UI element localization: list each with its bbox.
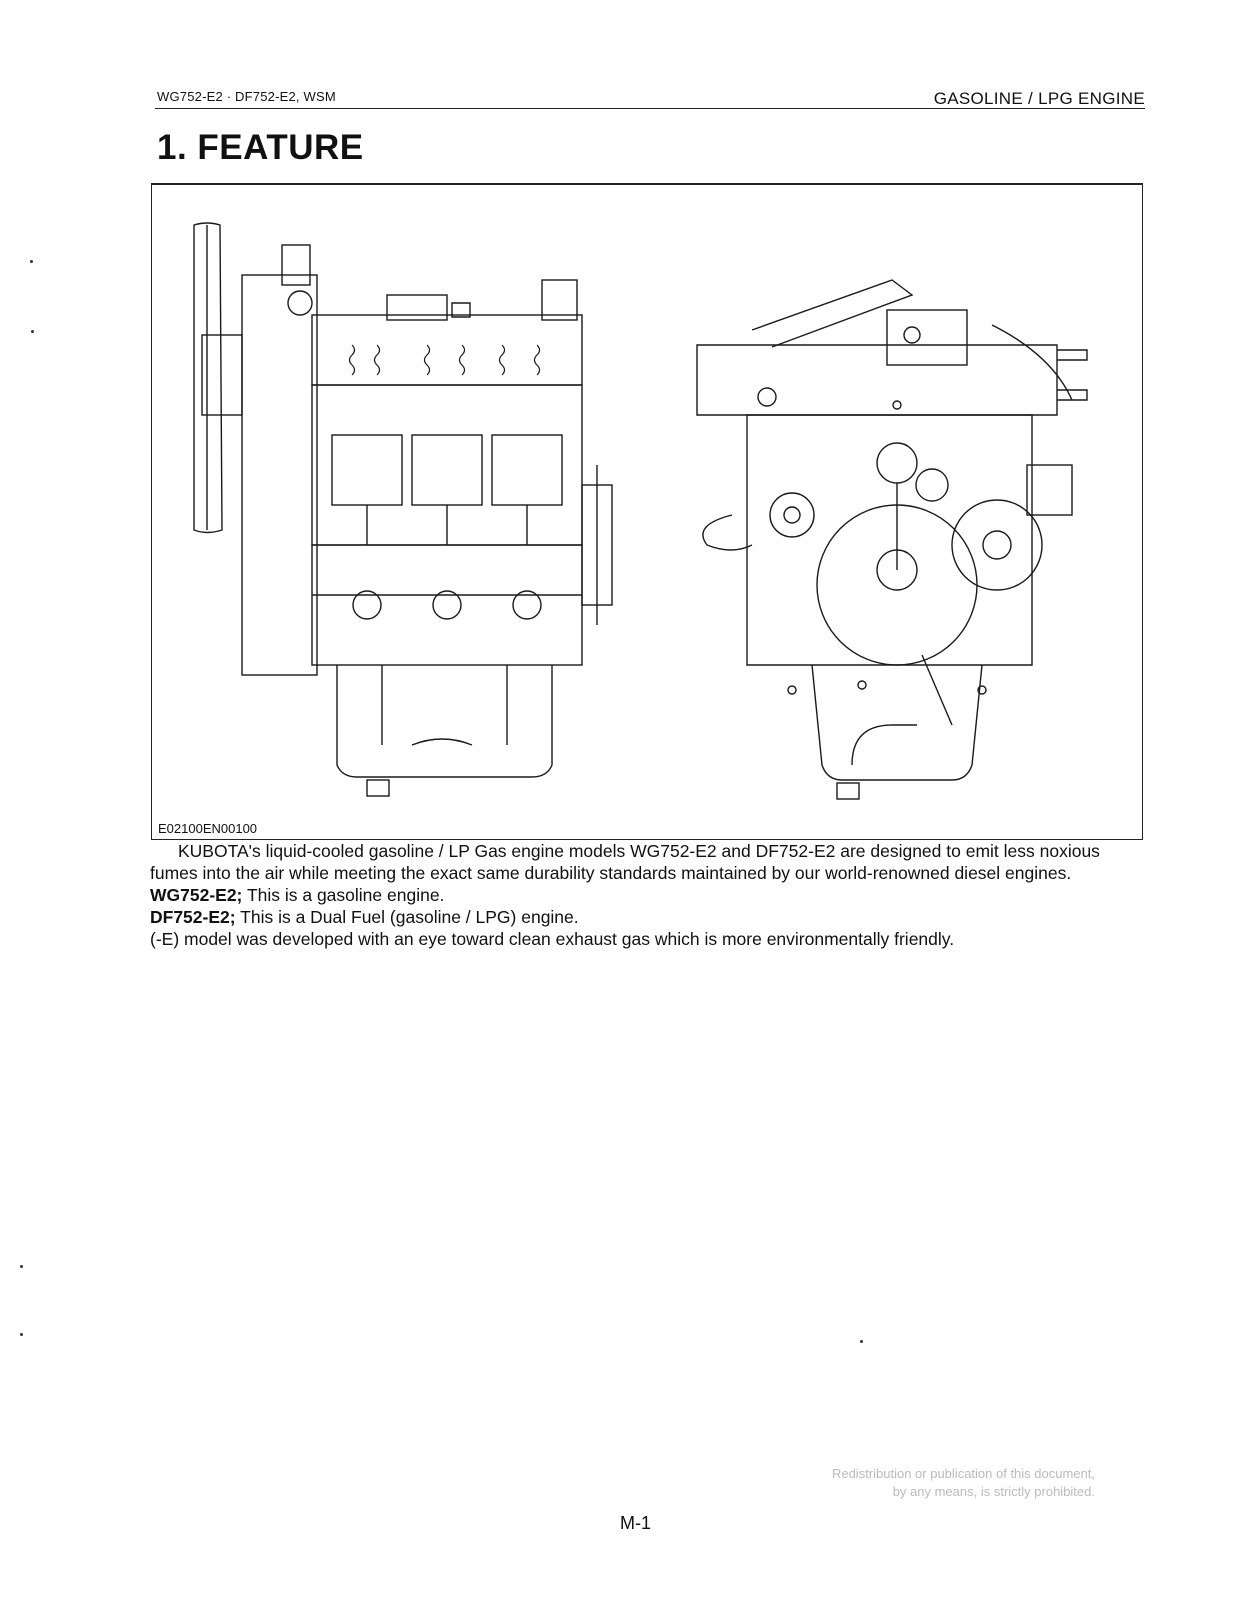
figure-code: E02100EN00100 (158, 821, 258, 836)
wg-label: WG752-E2; (150, 885, 243, 905)
scan-speck (20, 1333, 23, 1336)
e-model-note: (-E) model was developed with an eye tow… (150, 929, 955, 949)
header-rule (155, 108, 1145, 109)
wg-text: This is a gasoline engine. (246, 885, 445, 905)
df-line: DF752-E2; This is a Dual Fuel (gasoline … (150, 906, 1140, 928)
scan-speck (31, 330, 34, 333)
notice-line-2: by any means, is strictly prohibited. (892, 1484, 1095, 1499)
page-title: 1. FEATURE (157, 128, 364, 167)
engine-front-view (696, 279, 1088, 800)
redistribution-notice: Redistribution or publication of this do… (832, 1465, 1095, 1501)
scan-speck (30, 260, 33, 263)
engine-illustration (193, 222, 1088, 800)
header-section-name: GASOLINE / LPG ENGINE (933, 89, 1145, 108)
wg-line: WG752-E2; This is a gasoline engine. (150, 884, 1140, 906)
notice-line-1: Redistribution or publication of this do… (831, 1466, 1095, 1481)
page-number: M-1 (620, 1513, 651, 1533)
df-label: DF752-E2; (150, 907, 236, 927)
scan-speck (860, 1340, 863, 1343)
header-doc-id: WG752-E2 · DF752-E2, WSM (157, 89, 336, 104)
scan-speck (20, 1265, 23, 1268)
feature-description: KUBOTA's liquid-cooled gasoline / LP Gas… (150, 840, 1140, 950)
intro-paragraph: KUBOTA's liquid-cooled gasoline / LP Gas… (150, 841, 1100, 883)
engine-figure: E02100EN00100 (151, 183, 1143, 840)
df-text: This is a Dual Fuel (gasoline / LPG) eng… (240, 907, 579, 927)
engine-side-view (193, 222, 613, 797)
